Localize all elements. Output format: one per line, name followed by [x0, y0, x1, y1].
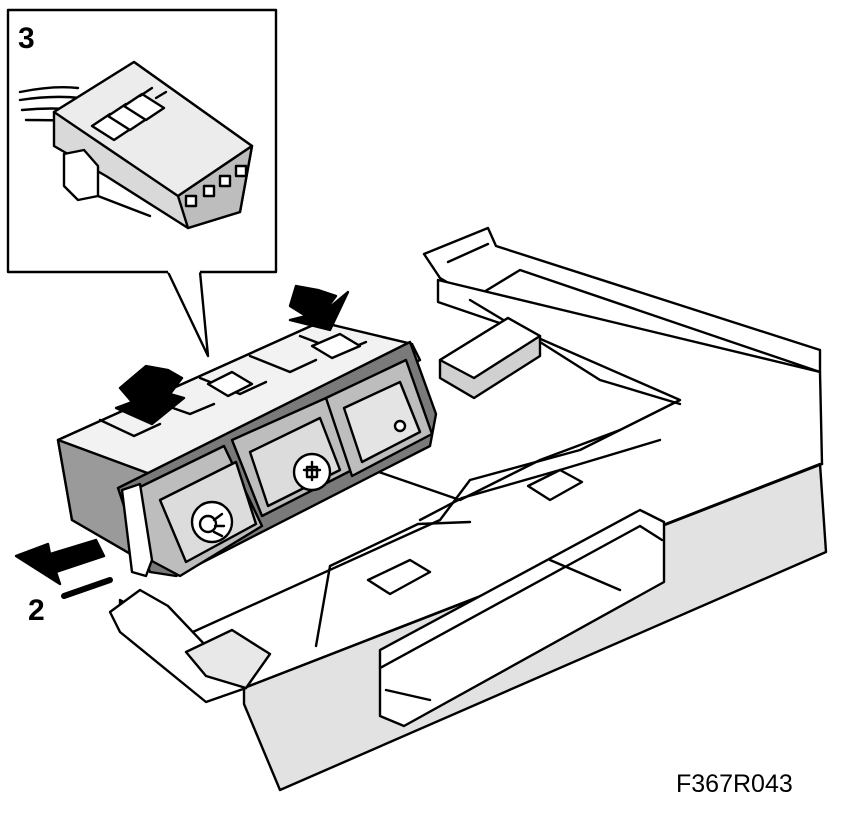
dot-icon: [393, 419, 407, 433]
figure-code: F367R043: [676, 770, 793, 798]
switch-button-middle: [230, 396, 354, 518]
push-arrow-icon: [14, 284, 350, 599]
callout-3-label: 3: [18, 22, 35, 55]
switch-module: [56, 320, 438, 578]
adjust-cross-icon: [302, 460, 322, 482]
headlight-on-icon: [198, 512, 226, 538]
switch-button-left: [136, 444, 264, 578]
callout-2-label: 2: [28, 594, 45, 627]
electrical-connector-icon: [18, 60, 254, 230]
switch-button-right: [324, 358, 434, 478]
console-panel: [108, 226, 828, 792]
